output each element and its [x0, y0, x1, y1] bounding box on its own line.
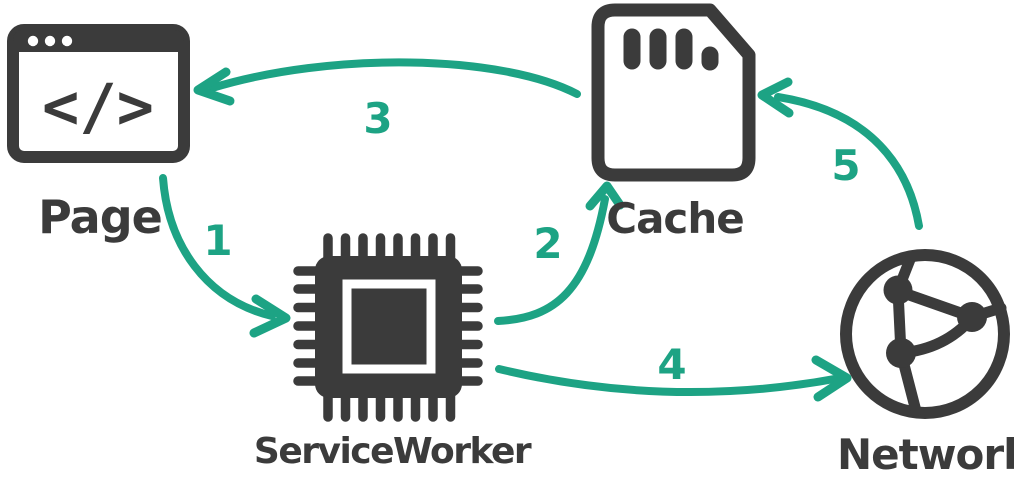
arrow-2-head: [585, 181, 625, 211]
chip-core: [342, 279, 436, 374]
arrow-4-head: [811, 355, 852, 402]
serviceworker-label: ServiceWorker: [253, 431, 532, 472]
step-number-3: 3: [363, 94, 393, 143]
sd-card-outline: [591, 3, 756, 182]
arrow-3-head: [193, 67, 235, 106]
arrow-5-head: [757, 77, 794, 118]
step-number-4: 4: [657, 340, 687, 389]
browser-window-dots: [27, 35, 73, 47]
sd-card-icon: [591, 3, 756, 182]
chip-pins-left: [293, 266, 321, 386]
globe-links: [892, 251, 1007, 417]
arrow-2-serviceworker-to-cache: [494, 181, 625, 325]
step-number-5: 5: [831, 141, 861, 190]
page-label: Page: [38, 190, 163, 244]
network-label: Network: [837, 430, 1014, 479]
chip-pins-bottom: [323, 391, 456, 422]
sd-card-contacts: [623, 28, 719, 71]
code-glyph: </>: [42, 70, 154, 143]
arrow-4-serviceworker-to-network: [495, 355, 852, 402]
chip-pins-right: [455, 266, 483, 386]
cache-label: Cache: [606, 194, 744, 243]
browser-window-icon: </>: [7, 24, 190, 163]
step-number-2: 2: [533, 219, 563, 268]
arrow-1-head: [249, 294, 291, 338]
globe-network-icon: [840, 249, 1010, 419]
arrow-1-page-to-serviceworker: [159, 174, 291, 338]
chip-pins-top: [323, 233, 456, 264]
globe-nodes: [883, 275, 987, 368]
arrow-5-network-to-cache: [757, 77, 923, 230]
arrow-3-cache-to-page: [193, 58, 581, 106]
step-number-1: 1: [203, 216, 233, 265]
browser-title-bar: [13, 30, 184, 52]
globe-outline: [840, 249, 1010, 419]
cpu-chip-icon: [293, 233, 483, 422]
